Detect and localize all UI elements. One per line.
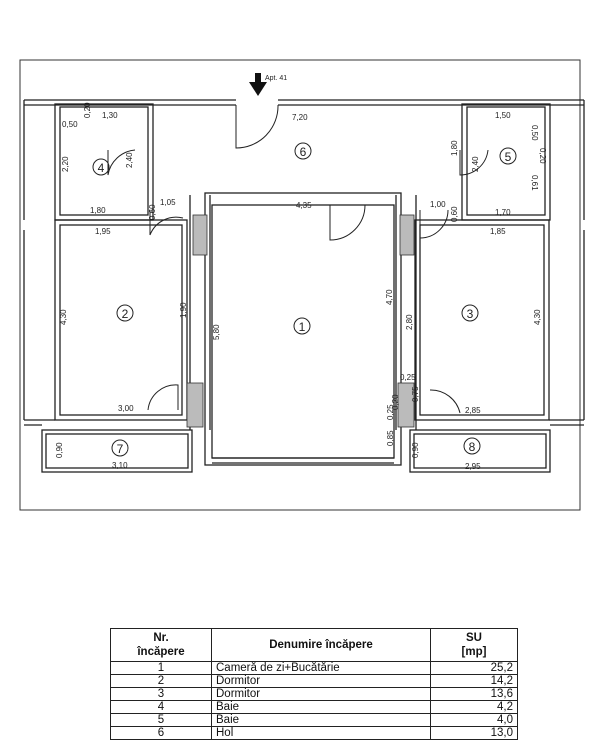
dimension-label: 1,95: [95, 227, 111, 236]
door-swings: [107, 104, 489, 414]
header-nr-text: Nr. încăpere: [137, 632, 185, 658]
entrance-arrow-icon: [249, 73, 267, 96]
dimension-label: 0,20: [391, 394, 400, 410]
header-su-text: SU [mp]: [461, 632, 487, 658]
dimension-label: 3,10: [112, 461, 128, 470]
cell-su: 4,2: [430, 700, 518, 714]
dimension-label: 2,80: [405, 314, 414, 330]
dimension-label: 1,80: [450, 140, 459, 156]
dimension-label: 4,30: [533, 309, 542, 325]
dimension-label: 1,85: [490, 227, 506, 236]
room-number-1: 1: [299, 320, 306, 334]
dimension-label: 1,30: [102, 111, 118, 120]
cell-su: 13,6: [430, 687, 518, 701]
walls: [23, 99, 585, 473]
dimension-label: 1,05: [160, 198, 176, 207]
dimension-label: 2,85: [465, 406, 481, 415]
room-number-6: 6: [300, 145, 307, 159]
dimension-label: 2,20: [61, 156, 70, 172]
header-su: SU [mp]: [430, 628, 518, 662]
table-header-row: Nr. încăpere Denumire încăpere SU [mp]: [110, 628, 518, 662]
room-numbers: [92, 142, 517, 457]
room-number-4: 4: [98, 161, 105, 175]
cell-nr: 1: [110, 661, 212, 675]
dimension-label: 0,60: [148, 204, 157, 220]
cell-su: 14,2: [430, 674, 518, 688]
room-number-2: 2: [122, 307, 129, 321]
table-row: 4 Baie 4,2: [110, 700, 518, 714]
cell-nr: 6: [110, 726, 212, 740]
table-row: 2 Dormitor 14,2: [110, 674, 518, 688]
cell-su: 13,0: [430, 726, 518, 740]
room-number-7: 7: [117, 442, 124, 456]
hatched-columns: [186, 214, 415, 428]
table-row: 3 Dormitor 13,6: [110, 687, 518, 701]
dimension-label: 4,70: [385, 289, 394, 305]
cell-name: Cameră de zi+Bucătărie: [211, 661, 431, 675]
cell-nr: 3: [110, 687, 212, 701]
table-row: 6 Hol 13,0: [110, 726, 518, 740]
dimension-label: 0,75: [411, 386, 420, 402]
header-name: Denumire încăpere: [211, 628, 431, 662]
cell-name: Baie: [211, 700, 431, 714]
room-number-3: 3: [467, 307, 474, 321]
table-row: 5 Baie 4,0: [110, 713, 518, 727]
dimension-label: 0,25: [386, 404, 395, 420]
dimension-label: 4,30: [59, 309, 68, 325]
dimension-label: 1,90: [179, 302, 188, 318]
dimension-label: 5,80: [212, 324, 221, 340]
dimension-label: 4,35: [296, 201, 312, 210]
cell-nr: 5: [110, 713, 212, 727]
dimension-label: 0,50: [530, 125, 539, 141]
cell-name: Hol: [211, 726, 431, 740]
room-number-5: 5: [505, 150, 512, 164]
header-nr: Nr. încăpere: [110, 628, 212, 662]
cell-su: 25,2: [430, 661, 518, 675]
plan-frame: [19, 59, 581, 511]
dimension-label: 0,90: [55, 442, 64, 458]
cell-nr: 2: [110, 674, 212, 688]
dimension-label: 1,70: [495, 208, 511, 217]
dimension-label: 0,60: [450, 206, 459, 222]
dimension-label: 0,50: [62, 120, 78, 129]
entrance-label: Apt. 41: [265, 75, 287, 82]
cell-name: Baie: [211, 713, 431, 727]
rooms-table: Nr. încăpere Denumire încăpere SU [mp] 1…: [110, 628, 518, 740]
cell-name: Dormitor: [211, 674, 431, 688]
dimension-label: 2,95: [465, 462, 481, 471]
cell-name: Dormitor: [211, 687, 431, 701]
dimension-label: 0,90: [411, 442, 420, 458]
dimension-label: 0,20: [83, 102, 92, 118]
dimension-label: 1,80: [90, 206, 106, 215]
table-row: 1 Cameră de zi+Bucătărie 25,2: [110, 661, 518, 675]
header-name-text: Denumire încăpere: [269, 639, 373, 651]
dimension-label: 0,25: [400, 373, 416, 382]
dimension-label: 0,61: [530, 175, 539, 191]
cell-su: 4,0: [430, 713, 518, 727]
floor-plan: Apt. 41 1 2 3 4 5 6 7 8 1,30 0,50 7,20 1…: [19, 59, 585, 511]
dimension-label: 1,50: [495, 111, 511, 120]
dimension-label: 7,20: [292, 113, 308, 122]
dimension-label: 0,85: [386, 430, 395, 446]
room-number-8: 8: [469, 440, 476, 454]
dimension-label: 1,00: [430, 200, 446, 209]
dimension-label: 3,00: [118, 404, 134, 413]
dimension-label: 2,40: [125, 152, 134, 168]
dimension-label: 2,40: [471, 156, 480, 172]
dimension-label: 0,20: [538, 148, 547, 164]
cell-nr: 4: [110, 700, 212, 714]
